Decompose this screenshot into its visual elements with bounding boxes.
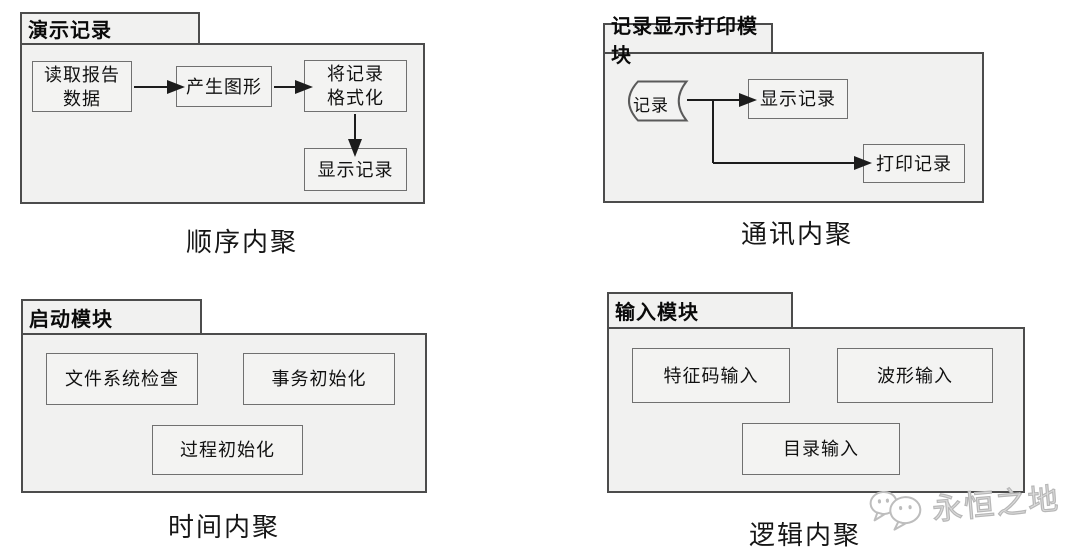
process-box-transaction-init: 事务初始化: [243, 353, 395, 405]
panel-logical-title: 输入模块: [615, 302, 699, 324]
process-box-waveform-input: 波形输入: [837, 348, 993, 403]
process-box-filesystem-check: 文件系统检查: [46, 353, 198, 405]
caption-sequential-cohesion: 顺序内聚: [186, 227, 299, 257]
panel-temporal-tab: 启动模块: [21, 299, 202, 333]
caption-logical-cohesion: 逻辑内聚: [749, 520, 862, 550]
process-box-generate-graphics: 产生图形: [176, 66, 272, 107]
process-box-process-init: 过程初始化: [152, 425, 303, 475]
panel-communication-title: 记录显示打印模块: [611, 15, 758, 67]
caption-temporal-cohesion: 时间内聚: [168, 512, 281, 542]
watermark: 永恒之地: [866, 474, 1062, 535]
panel-communication-tab: 记录显示打印模块: [603, 16, 773, 67]
process-box-print-record: 打印记录: [863, 144, 965, 183]
process-box-format-record: 将记录 格式化: [304, 60, 407, 112]
wechat-chat-bubbles-icon: [869, 490, 922, 531]
process-box-directory-input: 目录输入: [742, 423, 900, 475]
panel-sequential-tab: 演示记录: [20, 12, 200, 43]
process-box-display-record-1: 显示记录: [304, 148, 407, 191]
caption-communication-cohesion: 通讯内聚: [741, 219, 854, 249]
panel-logical-tab: 输入模块: [607, 292, 793, 327]
datastore-record-label: 记录: [633, 96, 669, 115]
process-box-read-report-data: 读取报告 数据: [32, 61, 132, 112]
panel-sequential-title: 演示记录: [28, 20, 112, 42]
panel-temporal-title: 启动模块: [29, 308, 113, 331]
process-box-signature-input: 特征码输入: [632, 348, 790, 403]
datastore-cylinder-shape: [628, 80, 689, 122]
process-box-display-record-2: 显示记录: [748, 79, 848, 119]
